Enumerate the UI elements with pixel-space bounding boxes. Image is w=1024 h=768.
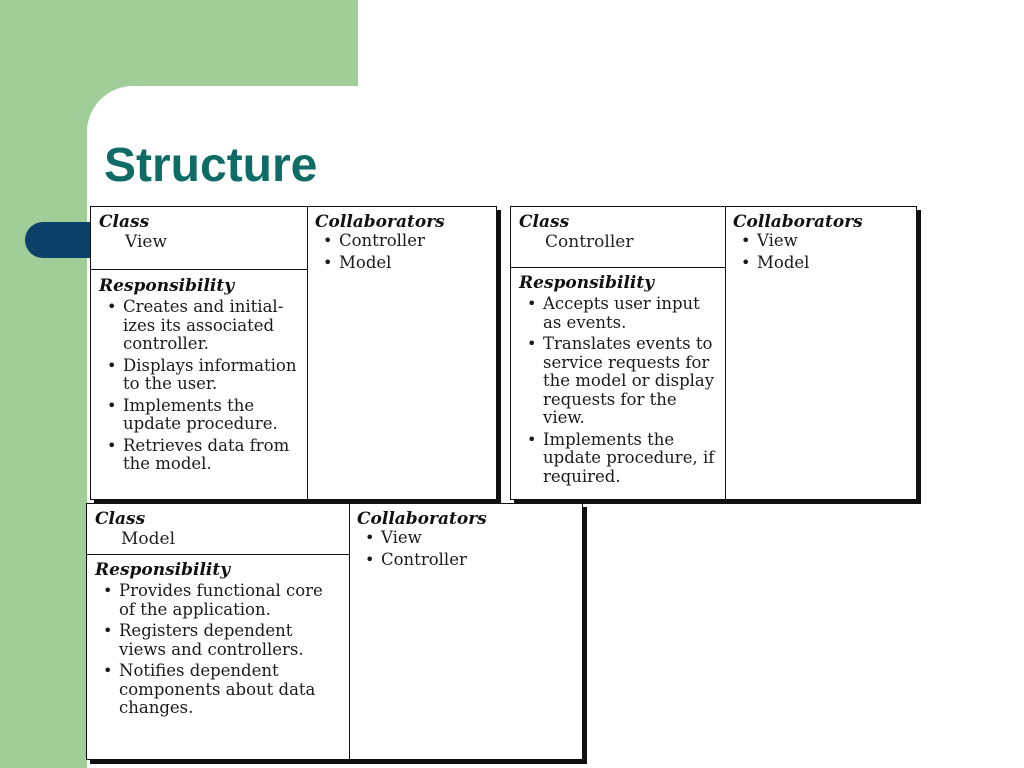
page-title: Structure bbox=[104, 139, 318, 192]
collaborators-section: Collaborators Controller Model bbox=[307, 207, 496, 280]
collaborators-section: Collaborators View Model bbox=[725, 207, 916, 280]
collaborators-heading: Collaborators bbox=[733, 212, 863, 232]
list-item: View bbox=[733, 231, 908, 251]
responsibility-heading: Responsibility bbox=[99, 276, 235, 296]
list-item: Model bbox=[733, 253, 908, 273]
list-item: Retrieves data from the model. bbox=[99, 436, 299, 474]
class-heading: Class bbox=[95, 509, 146, 529]
class-section: Class View bbox=[91, 207, 307, 270]
collaborators-section: Collaborators View Controller bbox=[349, 504, 582, 577]
list-item: Registers dependent views and controller… bbox=[95, 621, 341, 659]
list-item: View bbox=[357, 528, 574, 548]
list-item: Creates and initial-izes its associated … bbox=[99, 297, 299, 354]
class-heading: Class bbox=[99, 212, 150, 232]
list-item: Displays information to the user. bbox=[99, 356, 299, 394]
list-item: Translates events to service requests fo… bbox=[519, 334, 717, 428]
list-item: Accepts user input as events. bbox=[519, 294, 717, 332]
class-name: Model bbox=[121, 529, 176, 549]
list-item: Provides functional core of the applicat… bbox=[95, 581, 341, 619]
collaborators-list: View Model bbox=[733, 231, 908, 273]
responsibility-heading: Responsibility bbox=[519, 273, 655, 293]
responsibility-list: Accepts user input as events. Translates… bbox=[519, 294, 717, 487]
crc-card-view: Class View Responsibility Creates and in… bbox=[90, 206, 497, 500]
responsibility-section: Responsibility Provides functional core … bbox=[87, 555, 349, 726]
list-item: Controller bbox=[315, 231, 488, 251]
class-section: Class Model bbox=[87, 504, 349, 555]
responsibility-section: Responsibility Creates and initial-izes … bbox=[91, 271, 307, 482]
list-item: Model bbox=[315, 253, 488, 273]
collaborators-list: Controller Model bbox=[315, 231, 488, 273]
class-section: Class Controller bbox=[511, 207, 725, 268]
collaborators-heading: Collaborators bbox=[315, 212, 445, 232]
class-name: Controller bbox=[545, 232, 634, 252]
class-heading: Class bbox=[519, 212, 570, 232]
responsibility-heading: Responsibility bbox=[95, 560, 231, 580]
list-item: Controller bbox=[357, 550, 574, 570]
responsibility-section: Responsibility Accepts user input as eve… bbox=[511, 268, 725, 494]
crc-card-controller: Class Controller Responsibility Accepts … bbox=[510, 206, 917, 500]
responsibility-list: Creates and initial-izes its associated … bbox=[99, 297, 299, 474]
list-item: Implements the update procedure. bbox=[99, 396, 299, 434]
collaborators-heading: Collaborators bbox=[357, 509, 487, 529]
responsibility-list: Provides functional core of the applicat… bbox=[95, 581, 341, 718]
list-item: Implements the update procedure, if requ… bbox=[519, 430, 717, 487]
list-item: Notifies dependent components about data… bbox=[95, 661, 341, 718]
collaborators-list: View Controller bbox=[357, 528, 574, 570]
class-name: View bbox=[125, 232, 168, 252]
crc-card-model: Class Model Responsibility Provides func… bbox=[86, 503, 583, 760]
